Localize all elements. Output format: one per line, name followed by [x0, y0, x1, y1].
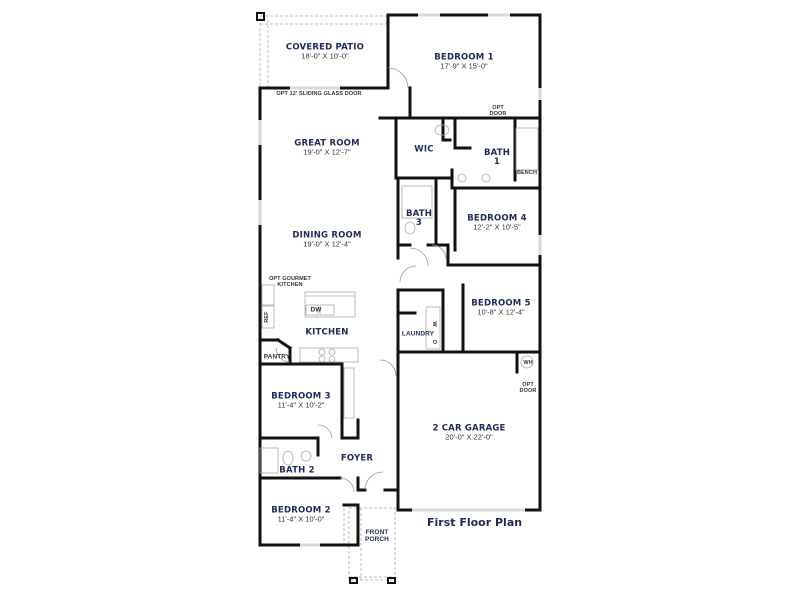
- sliding-door-note: OPT 12' SLIDING GLASS DOOR: [276, 91, 362, 98]
- opt-door-bed1: OPT DOOR: [489, 105, 507, 117]
- room-dimensions: 11'-4" X 10'-2": [277, 400, 325, 410]
- opt-door-garage: OPT DOOR: [519, 382, 537, 394]
- room-name: BEDROOM 2: [271, 505, 331, 516]
- room-dimensions: 19'-0" X 12'-7": [303, 147, 351, 157]
- room-bedroom-5: BEDROOM 5 10'-8" X 12'-4": [471, 298, 531, 317]
- room-name: COVERED PATIO: [285, 42, 365, 53]
- room-name: BEDROOM 1: [434, 52, 494, 63]
- room-great-room: GREAT ROOM 19'-0" X 12'-7": [294, 138, 360, 157]
- pantry-label: PANTRY: [263, 353, 291, 361]
- room-dimensions: 20'-0" X 22'-0": [445, 432, 493, 442]
- room-dimensions: 11'-4" X 10'-0": [277, 514, 325, 524]
- dw-label: DW: [310, 306, 322, 314]
- room-kitchen: KITCHEN: [305, 327, 349, 338]
- fixtures: [259, 124, 539, 474]
- room-dimensions: 12'-2" X 10'-5": [473, 222, 521, 232]
- room-wic: WIC: [414, 144, 434, 155]
- porch-post-right: [387, 577, 396, 584]
- room-name: GREAT ROOM: [294, 138, 360, 149]
- room-name: BEDROOM 5: [471, 298, 531, 309]
- room-bath-1: BATH 1: [483, 148, 511, 167]
- room-front-porch: FRONT PORCH: [365, 529, 389, 543]
- room-dimensions: 18'-0" X 10'-0": [301, 51, 349, 61]
- room-laundry: LAUNDRY: [401, 330, 435, 338]
- porch-post-left: [349, 577, 358, 584]
- washer-label: W: [430, 321, 437, 327]
- water-heater-label: WH: [523, 360, 533, 367]
- room-dining-room: DINING ROOM 19'-0" X 12'-4": [292, 230, 362, 249]
- dryer-label: D: [430, 339, 437, 345]
- room-bath-2: BATH 2: [279, 465, 315, 476]
- door-swings: [275, 67, 447, 493]
- room-name: DINING ROOM: [292, 230, 362, 241]
- room-bedroom-1: BEDROOM 1 17'-9" X 15'-0": [434, 52, 494, 71]
- room-foyer: FOYER: [340, 453, 374, 464]
- plan-title: First Floor Plan: [427, 516, 523, 529]
- room-garage: 2 CAR GARAGE 20'-0" X 22'-0": [432, 423, 506, 442]
- room-bedroom-3: BEDROOM 3 11'-4" X 10'-2": [271, 391, 331, 410]
- room-name: BEDROOM 3: [271, 391, 331, 402]
- room-dimensions: 19'-0" X 12'-4": [303, 239, 351, 249]
- room-covered-patio: COVERED PATIO 18'-0" X 10'-0": [285, 42, 365, 61]
- gourmet-kitchen-note: OPT GOURMET KITCHEN: [268, 276, 312, 288]
- ref-label: REF: [264, 311, 271, 323]
- walls: [258, 13, 542, 547]
- bench-label: BENCH: [516, 170, 538, 177]
- dashed-outlines: [259, 15, 396, 581]
- windows: [258, 13, 542, 547]
- room-bedroom-2: BEDROOM 2 11'-4" X 10'-0": [271, 505, 331, 524]
- room-name: BEDROOM 4: [467, 213, 527, 224]
- room-name: 2 CAR GARAGE: [432, 423, 506, 434]
- room-bedroom-4: BEDROOM 4 12'-2" X 10'-5": [467, 213, 527, 232]
- room-bath-3: BATH 3: [405, 209, 433, 228]
- room-dimensions: 10'-8" X 12'-4": [477, 307, 525, 317]
- patio-post: [256, 12, 265, 21]
- room-dimensions: 17'-9" X 15'-0": [440, 61, 488, 71]
